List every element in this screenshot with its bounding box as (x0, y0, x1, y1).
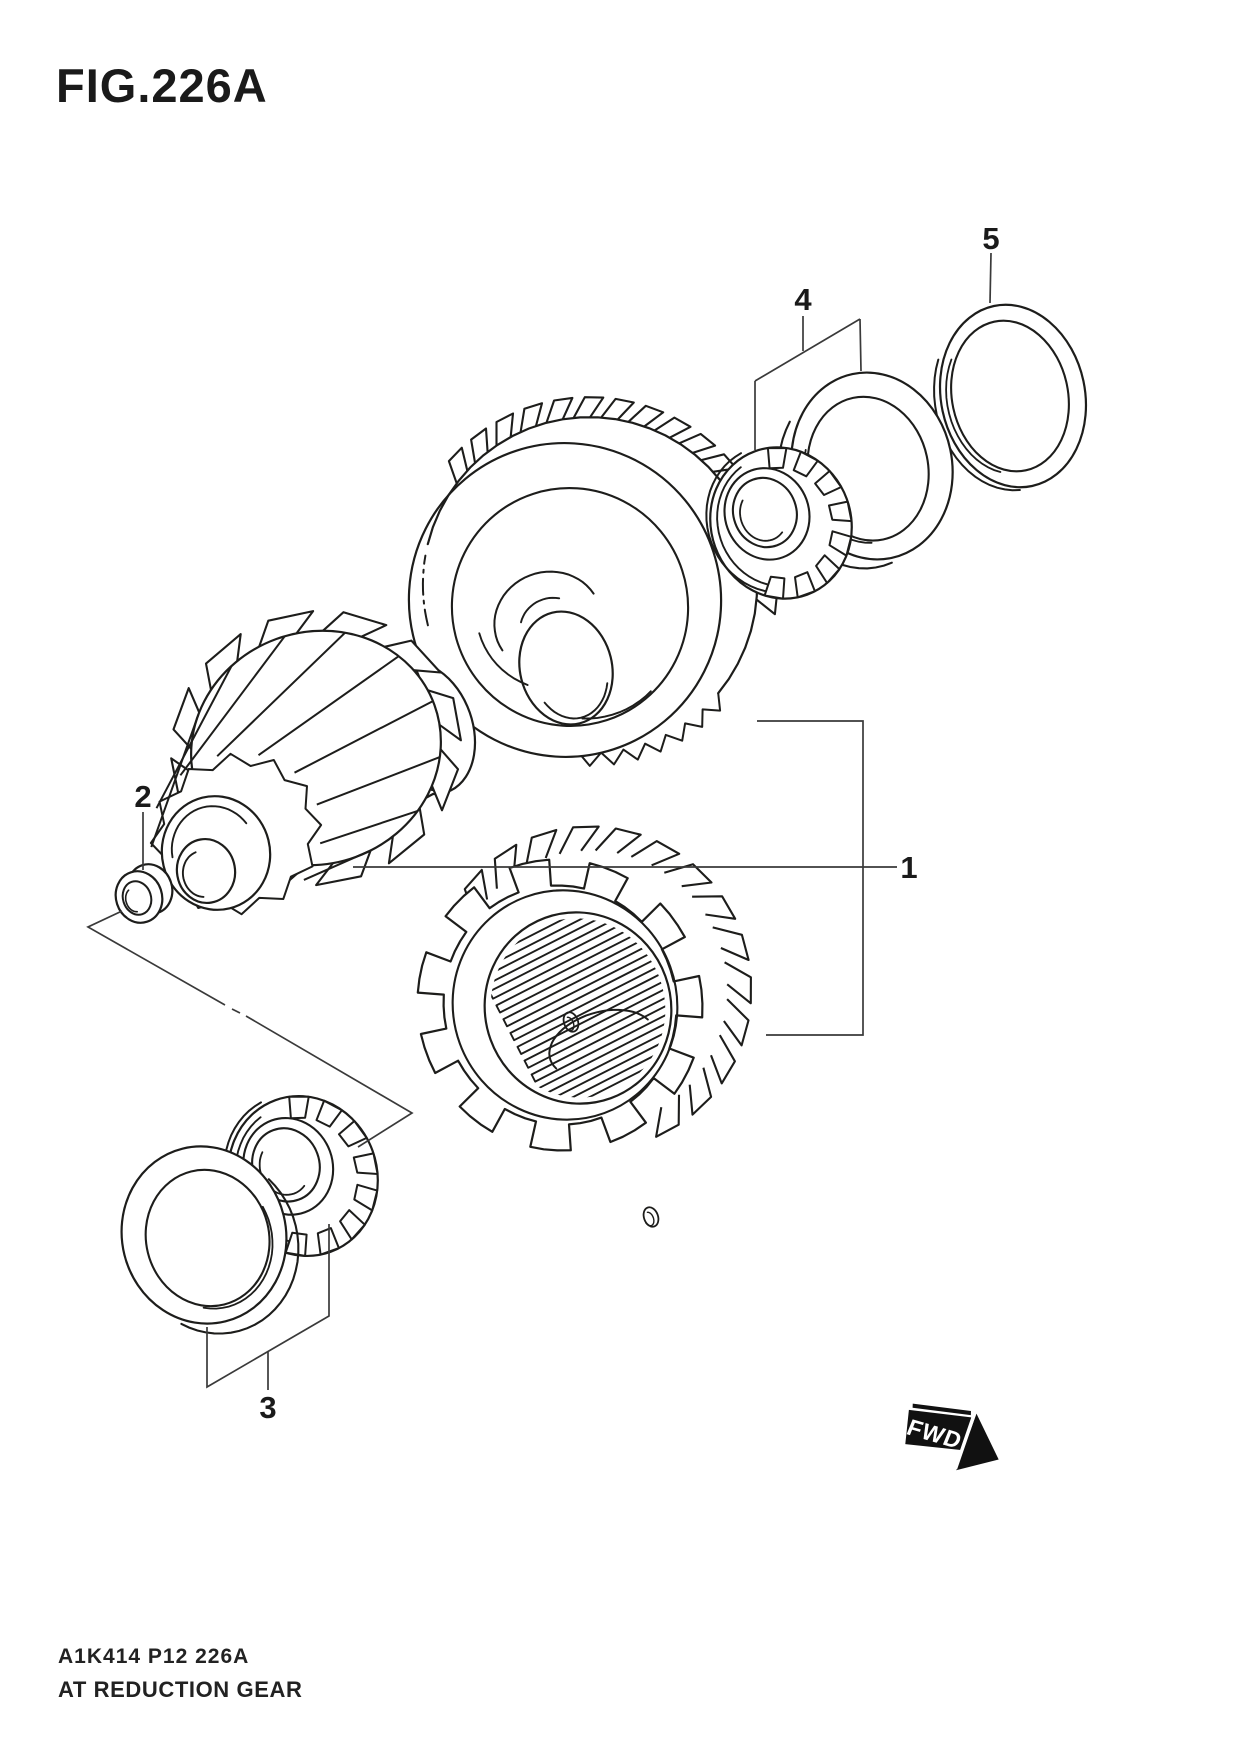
callout-1-label: 1 (900, 850, 917, 885)
footer-part-code: A1K414 P12 226A (58, 1645, 250, 1668)
clutch-gear-drawing (416, 825, 752, 1228)
lower-bearing-race-drawing (120, 1145, 300, 1335)
callout-4-bracket (754, 318, 862, 450)
callout-3-label: 3 (259, 1390, 276, 1425)
callout-5-label: 5 (982, 221, 999, 256)
axis-line (86, 910, 414, 1148)
upper-tapered-bearing-drawing (705, 446, 853, 600)
main-driven-gear-drawing (407, 396, 779, 767)
fwd-arrowhead (956, 1413, 999, 1471)
fwd-plate (905, 1409, 972, 1451)
lower-tapered-bearing-drawing (223, 1094, 379, 1258)
callout-1-bracket (757, 720, 864, 1036)
figure-title: FIG.226A (56, 59, 268, 112)
fwd-divider (953, 1413, 976, 1470)
bushing-drawing (114, 863, 174, 924)
fwd-plate-edge (912, 1403, 971, 1416)
leader-lines (86, 252, 992, 1390)
pinion-shaft-drawing (149, 610, 477, 916)
footer-figure-caption: AT REDUCTION GEAR (58, 1677, 303, 1702)
fwd-direction-marker: FWD (903, 1403, 999, 1471)
callout-labels: 1 2 3 4 5 (134, 221, 999, 1425)
callout-2-label: 2 (134, 779, 151, 814)
callout-5-leader (989, 252, 992, 304)
callout-3-bracket (206, 1224, 330, 1390)
callout-4-label: 4 (794, 282, 812, 317)
